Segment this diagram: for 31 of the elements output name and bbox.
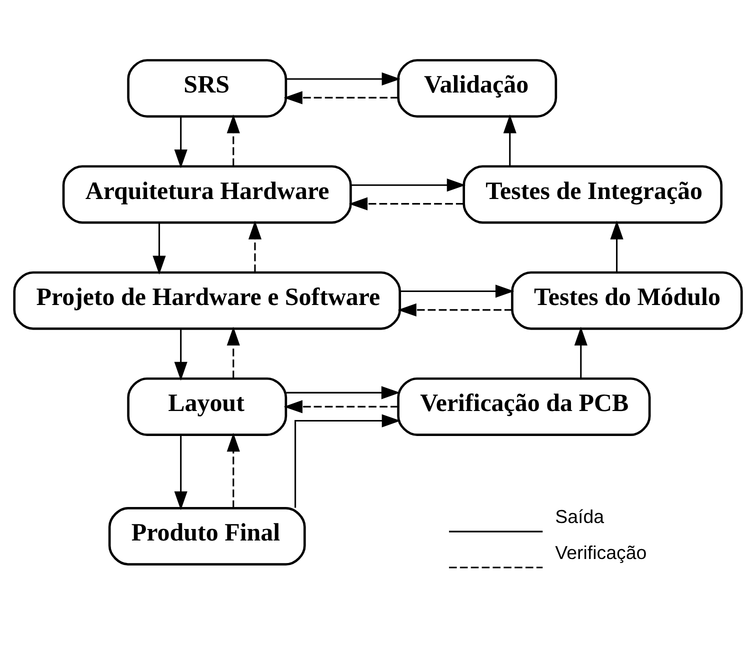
arrow xyxy=(351,178,466,192)
arrow xyxy=(398,303,512,317)
arrow xyxy=(152,222,166,274)
arrow xyxy=(574,326,588,378)
arrow xyxy=(226,432,240,508)
node-box: SRS xyxy=(127,59,288,118)
node-box: Verificação da PCB xyxy=(397,377,651,436)
arrow xyxy=(226,114,240,166)
arrow xyxy=(284,400,398,414)
arrow xyxy=(284,91,398,104)
node-box: Testes de Integração xyxy=(462,165,723,224)
arrow xyxy=(294,414,401,508)
arrow xyxy=(174,329,188,381)
arrow xyxy=(174,116,188,168)
arrow xyxy=(400,284,514,298)
node-box: Arquitetura Hardware xyxy=(62,165,352,224)
arrow xyxy=(286,386,400,400)
arrow xyxy=(174,434,188,510)
arrow xyxy=(286,72,401,86)
arrow xyxy=(503,114,516,166)
node-box: Validação xyxy=(397,59,558,118)
legend-label: Verificação xyxy=(555,542,647,564)
node-box: Produto Final xyxy=(108,507,306,566)
node-box: Layout xyxy=(127,377,288,436)
node-box: Testes do Módulo xyxy=(511,271,743,330)
legend-label: Saída xyxy=(555,506,604,528)
arrow xyxy=(248,220,262,272)
arrow xyxy=(348,197,464,210)
arrow xyxy=(610,220,624,272)
arrow xyxy=(226,326,240,378)
node-box: Projeto de Hardware e Software xyxy=(13,271,402,330)
